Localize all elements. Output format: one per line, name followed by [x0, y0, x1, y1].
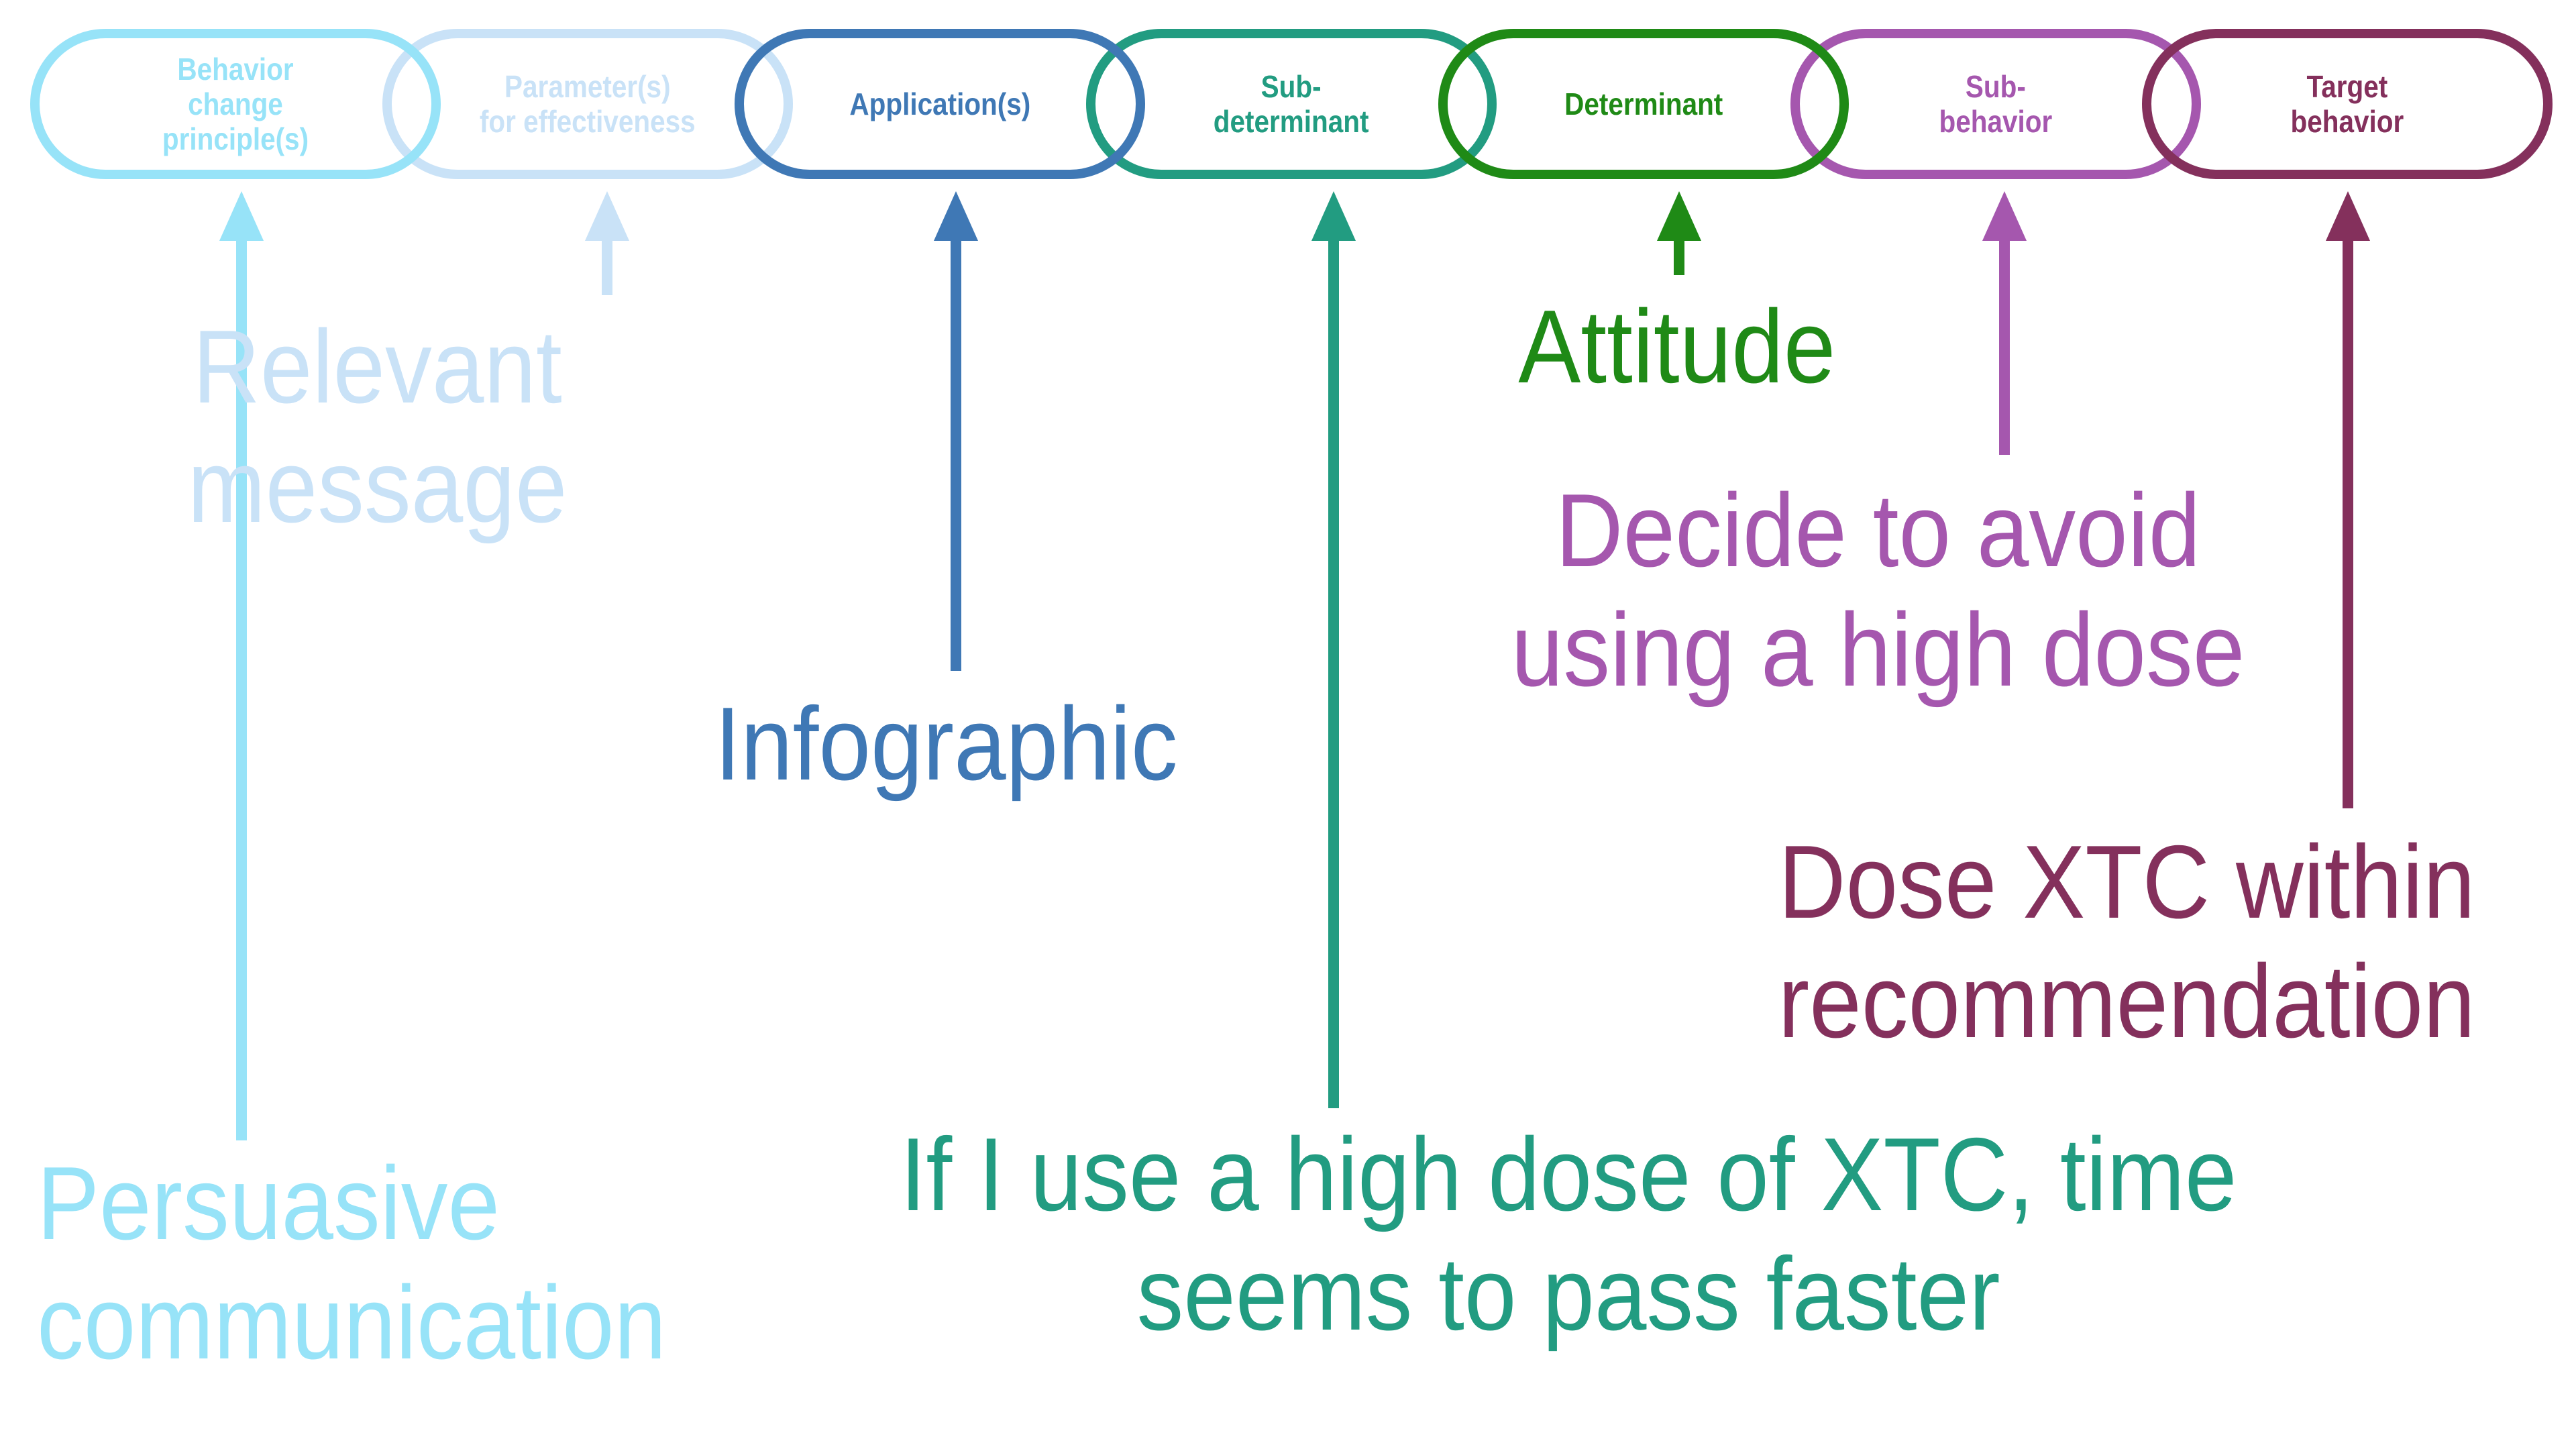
annotation-persuasive-communication: Persuasive communication	[37, 1144, 976, 1383]
pill-parameters-for-effectiveness: Parameter(s) for effectiveness	[382, 29, 793, 179]
pill-label-line: Target	[2306, 69, 2388, 104]
pill-label-line: Determinant	[1564, 87, 1723, 121]
up-arrow-icon-behavior-change-principles	[219, 191, 264, 241]
up-arrow-icon-sub-determinant	[1311, 191, 1356, 241]
annotation-line: seems to pass faster	[1136, 1236, 2000, 1352]
pill-label-behavior-change-principles: Behavior change principle(s)	[162, 52, 309, 156]
annotation-decide-to-avoid: Decide to avoid using a high dose	[1409, 471, 2348, 710]
arrow-shaft-target-behavior	[2343, 235, 2353, 808]
pill-label-line: Parameter(s)	[504, 69, 671, 104]
pill-label-line: behavior	[1939, 104, 2053, 139]
pill-label-parameters-for-effectiveness: Parameter(s) for effectiveness	[480, 69, 696, 139]
annotation-relevant-message: Relevant message	[109, 307, 645, 546]
pill-label-line: Behavior	[177, 52, 294, 87]
annotation-line: Decide to avoid	[1556, 472, 2201, 588]
annotation-line: Infographic	[714, 686, 1178, 802]
pill-label-sub-behavior: Sub- behavior	[1939, 69, 2053, 139]
pill-label-line: Sub-	[1966, 69, 2026, 104]
pill-label-target-behavior: Target behavior	[2291, 69, 2404, 139]
arrow-shaft-sub-determinant	[1328, 235, 1339, 1108]
annotation-line: using a high dose	[1511, 592, 2245, 708]
up-arrow-icon-parameters-for-effectiveness	[585, 191, 629, 241]
arrow-shaft-applications	[951, 235, 961, 671]
pill-determinant: Determinant	[1438, 29, 1849, 179]
pill-label-line: Sub-	[1261, 69, 1322, 104]
annotation-line: communication	[37, 1265, 667, 1381]
annotation-line: recommendation	[1778, 943, 2475, 1059]
pill-label-line: principle(s)	[162, 121, 309, 156]
up-arrow-icon-applications	[934, 191, 978, 241]
arrow-shaft-determinant	[1674, 235, 1684, 275]
annotation-high-dose-belief: If I use a high dose of XTC, time seems …	[763, 1115, 2373, 1354]
annotation-attitude: Attitude	[1409, 287, 1945, 407]
annotation-line: Relevant	[192, 309, 562, 425]
pill-label-line: change	[188, 87, 283, 121]
up-arrow-icon-sub-behavior	[1982, 191, 2027, 241]
annotation-line: Persuasive	[37, 1145, 500, 1261]
pill-label-sub-determinant: Sub- determinant	[1214, 69, 1369, 139]
annotation-line: message	[186, 428, 568, 544]
annotation-line: If I use a high dose of XTC, time	[900, 1116, 2237, 1232]
arrow-shaft-parameters-for-effectiveness	[602, 235, 612, 295]
annotation-infographic: Infographic	[678, 684, 1214, 804]
annotation-line: Dose XTC within	[1778, 824, 2475, 940]
pill-sub-determinant: Sub- determinant	[1086, 29, 1497, 179]
pill-applications: Application(s)	[735, 29, 1145, 179]
arrow-shaft-behavior-change-principles	[236, 235, 247, 1140]
pill-label-line: Application(s)	[849, 87, 1030, 121]
pill-label-line: determinant	[1214, 104, 1369, 139]
pill-target-behavior: Target behavior	[2142, 29, 2553, 179]
pill-label-applications: Application(s)	[849, 87, 1030, 121]
pill-label-line: behavior	[2290, 104, 2404, 139]
pill-behavior-change-principles: Behavior change principle(s)	[30, 29, 441, 179]
annotation-line: Attitude	[1518, 288, 1836, 405]
arrow-shaft-sub-behavior	[1999, 235, 2010, 455]
annotation-dose-within-recommendation: Dose XTC within recommendation	[1657, 822, 2576, 1061]
pill-label-line: for effectiveness	[480, 104, 696, 139]
pill-label-determinant: Determinant	[1564, 87, 1723, 121]
up-arrow-icon-determinant	[1657, 191, 1701, 241]
up-arrow-icon-target-behavior	[2326, 191, 2370, 241]
pill-sub-behavior: Sub- behavior	[1790, 29, 2201, 179]
